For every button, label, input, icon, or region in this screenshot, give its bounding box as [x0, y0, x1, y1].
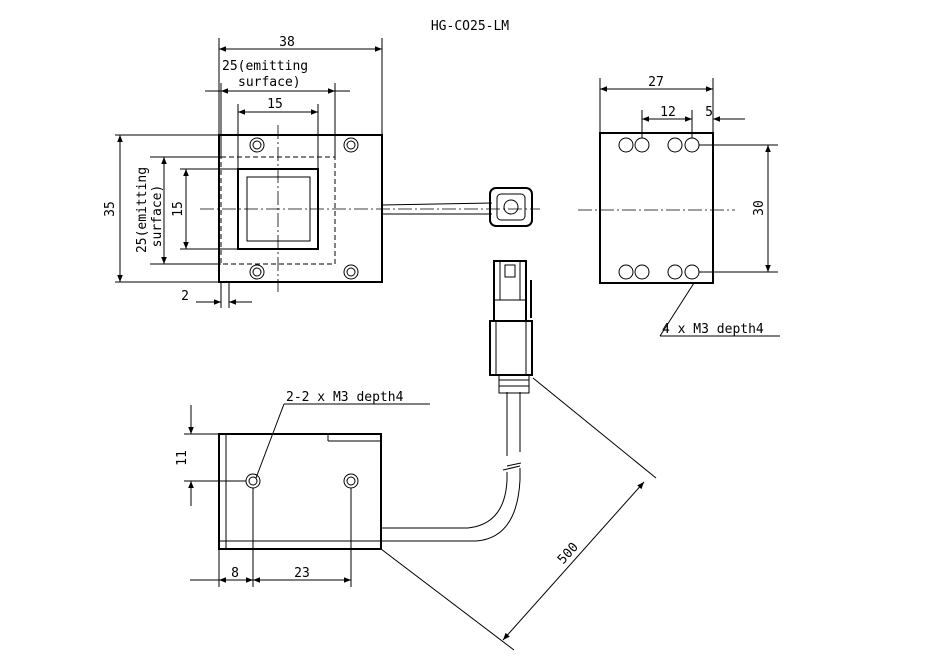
connector-plug: [493, 260, 527, 322]
connector-strain-relief: [498, 374, 530, 394]
bottom-view: 500 2-2 x M3 depth4 11 8 23: [175, 260, 657, 651]
dim-width-38: 38: [279, 35, 295, 50]
dim-edge-offset-2: 2: [181, 289, 189, 304]
dim-emitting-height-line1: 25(emitting: [135, 167, 150, 253]
dim-hole-spacing-12: 12: [660, 105, 676, 120]
side-hole-callout: 4 x M3 depth4: [662, 322, 764, 337]
front-view: 38 25(emitting surface) 15 35 25(emittin…: [103, 35, 540, 308]
dim-emitting-height-line2: surface): [150, 185, 165, 248]
dim-emitting-width-line1: 25(emitting: [222, 59, 308, 74]
dim-hole-edge-5: 5: [705, 105, 713, 120]
front-cable-clamp: [489, 187, 533, 227]
side-mounting-holes: [618, 137, 700, 280]
drawing-title: HG-CO25-LM: [431, 19, 509, 34]
dim-inner-height-15: 15: [171, 201, 186, 217]
dim-hole-top-11: 11: [175, 450, 190, 466]
dim-cable-length-500: 500: [555, 540, 582, 567]
front-mounting-holes: [249, 137, 359, 280]
side-view: 27 12 5 30 4 x M3 depth4: [578, 75, 780, 337]
dim-hole-vertical-30: 30: [752, 200, 767, 216]
bottom-housing-outline: [218, 433, 382, 550]
bottom-cable: [381, 472, 508, 529]
side-housing-outline: [599, 132, 714, 284]
dim-height-35: 35: [103, 201, 118, 217]
dim-side-width-27: 27: [648, 75, 664, 90]
front-housing-outline: [218, 134, 383, 283]
dim-emitting-width-line2: surface): [238, 75, 301, 90]
bottom-hole-callout: 2-2 x M3 depth4: [286, 390, 404, 405]
bottom-mounting-holes: [245, 473, 359, 489]
dim-hole-spacing-23: 23: [294, 566, 310, 581]
dim-inner-width-15: 15: [267, 97, 283, 112]
dim-hole-left-8: 8: [231, 566, 239, 581]
